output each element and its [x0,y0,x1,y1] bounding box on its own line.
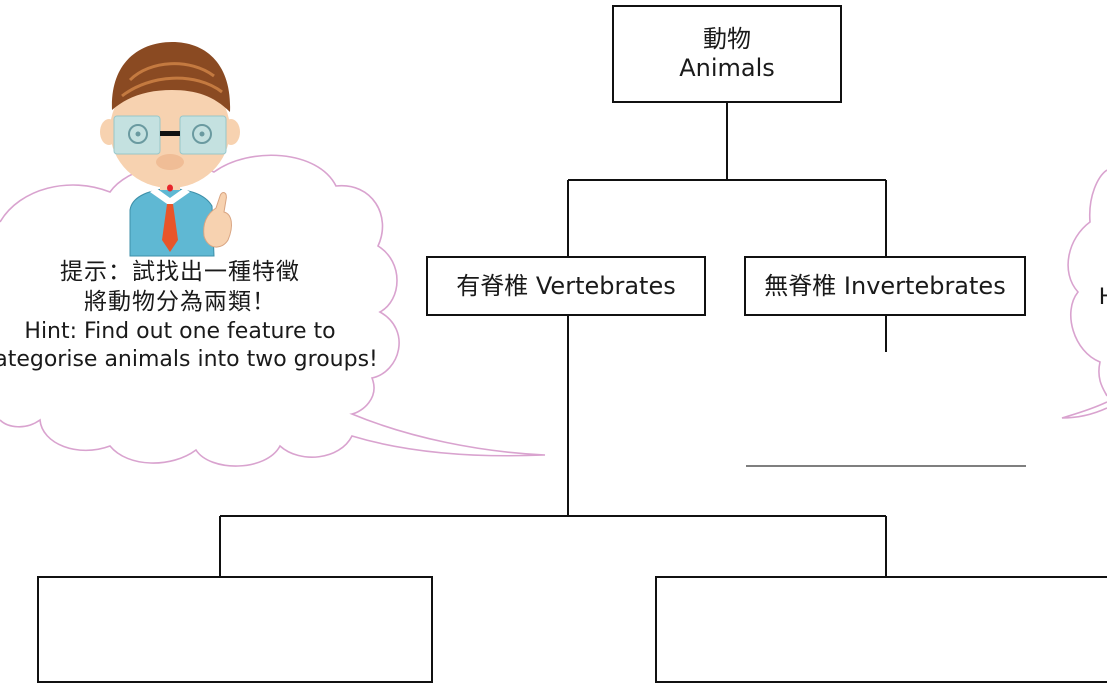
hint-en-line2: categorise animals into two groups! [0,347,378,373]
root-label-en: Animals [679,54,775,82]
vertebrates-label: 有脊椎 Vertebrates [456,271,676,300]
blank-answer-box-left[interactable] [37,576,433,683]
hint-zh-line1: 提示：試找出一種特徵 [60,259,300,285]
hint-zh-line2: 將動物分為兩類！ [84,288,276,315]
right-hint-cloud [1061,169,1107,419]
right-hint-partial-text: H [1098,285,1107,310]
hint-en-line1: Hint: Find out one feature to [24,318,336,344]
blank-answer-box-right[interactable] [655,576,1107,683]
invertebrates-box: 無脊椎 Invertebrates [744,256,1026,316]
animals-root-box: 動物 Animals [612,5,842,103]
tree-connectors [219,103,887,576]
teacher-character-icon [100,42,240,257]
vertebrates-box: 有脊椎 Vertebrates [426,256,706,316]
root-label-zh: 動物 [703,25,751,54]
left-hint-text: 提示：試找出一種特徵 將動物分為兩類！ Hint: Find out one f… [0,258,380,375]
invertebrates-label: 無脊椎 Invertebrates [764,271,1006,300]
